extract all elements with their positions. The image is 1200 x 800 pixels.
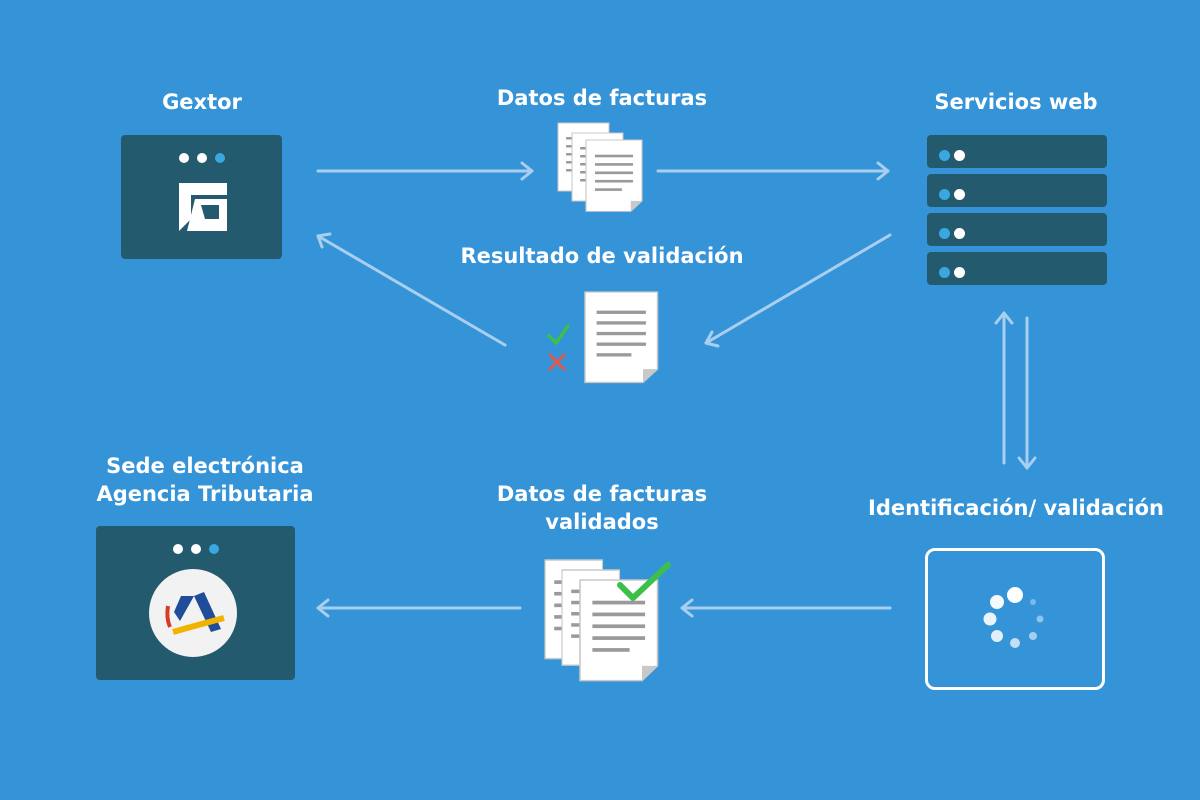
window-dot bbox=[196, 153, 207, 163]
arrow-identification-to-validated bbox=[680, 598, 892, 618]
invoice-data-label: Datos de facturas bbox=[496, 86, 708, 110]
gextor-label: Gextor bbox=[162, 90, 242, 114]
web-services-label: Servicios web bbox=[934, 90, 1098, 114]
tax-agency-label: Sede electrónica Agencia Tributaria bbox=[80, 452, 330, 508]
window-dot bbox=[214, 153, 225, 163]
validated-data-label-line2: validados bbox=[545, 510, 659, 534]
gextor-logo-icon bbox=[179, 183, 227, 231]
server-row bbox=[927, 174, 1107, 207]
server-row bbox=[927, 213, 1107, 246]
check-icon bbox=[547, 324, 570, 345]
server-row bbox=[927, 135, 1107, 168]
window-dot bbox=[208, 544, 219, 554]
validated-documents-icon bbox=[544, 559, 659, 682]
window-dots bbox=[96, 539, 295, 558]
cross-icon bbox=[548, 353, 566, 371]
check-icon bbox=[617, 562, 671, 601]
identification-window bbox=[925, 548, 1105, 690]
loading-spinner-icon bbox=[983, 587, 1044, 648]
arrow-data-to-services bbox=[656, 161, 890, 181]
validated-data-label-line1: Datos de facturas bbox=[496, 482, 708, 506]
arrow-gextor-to-data bbox=[316, 161, 534, 181]
window-dots bbox=[121, 148, 282, 167]
documents-icon bbox=[557, 122, 643, 212]
arrow-services-to-result bbox=[704, 233, 892, 348]
agencia-tributaria-logo-icon bbox=[149, 569, 237, 657]
result-document-icon bbox=[584, 291, 659, 384]
tax-agency-label-line1: Sede electrónica bbox=[106, 454, 304, 478]
window-dot bbox=[178, 153, 189, 163]
gextor-window bbox=[121, 135, 282, 259]
server-row bbox=[927, 252, 1107, 285]
identification-label: Identificación/ validación bbox=[868, 496, 1164, 520]
arrow-services-to-identification bbox=[994, 311, 1014, 465]
tax-agency-window bbox=[96, 526, 295, 680]
window-dot bbox=[190, 544, 201, 554]
arrow-validated-to-agency bbox=[316, 598, 522, 618]
tax-agency-label-line2: Agencia Tributaria bbox=[96, 482, 314, 506]
validated-data-label: Datos de facturas validados bbox=[482, 480, 722, 536]
validation-result-label: Resultado de validación bbox=[460, 244, 744, 268]
arrow-result-to-gextor bbox=[316, 232, 507, 347]
arrow-identification-to-services bbox=[1017, 316, 1037, 470]
window-dot bbox=[172, 544, 183, 554]
